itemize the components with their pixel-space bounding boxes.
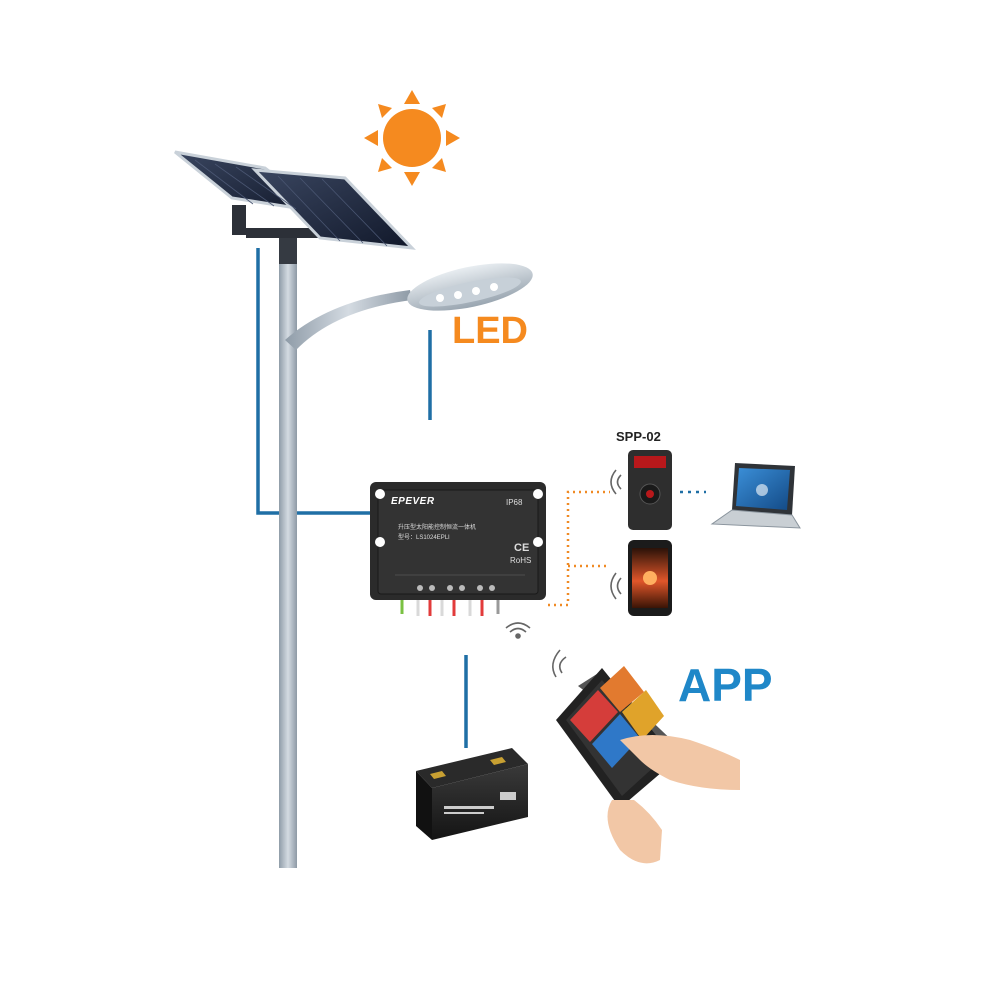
battery-icon	[416, 748, 528, 840]
led-label: LED	[452, 310, 528, 352]
smartphone-icon	[610, 540, 672, 616]
controller-icon	[370, 482, 546, 616]
spp02-device-icon	[610, 450, 672, 530]
wiring	[256, 248, 468, 748]
panel-to-controller-wire	[256, 248, 372, 515]
controller-model: 型号：LS1024EPLI	[398, 535, 450, 541]
street-light-pole	[246, 228, 412, 868]
spp02-label: SPP-02	[616, 429, 661, 444]
controller-title: 升压型太阳能控制恒流一体机	[398, 525, 477, 531]
sun-icon	[364, 90, 460, 186]
app-label: APP	[678, 659, 773, 711]
rohs-mark: RoHS	[510, 556, 532, 565]
controller-to-devices-link	[548, 490, 610, 607]
tablet-icon	[552, 649, 740, 864]
controller-rating: IP68	[506, 498, 523, 507]
laptop-icon	[710, 463, 801, 529]
ce-mark: CE	[514, 542, 530, 554]
led-lamp-icon	[407, 263, 533, 311]
solar-panel-icon	[174, 150, 416, 250]
wireless-icon	[505, 622, 531, 639]
controller-brand: EPEVER	[391, 496, 435, 507]
